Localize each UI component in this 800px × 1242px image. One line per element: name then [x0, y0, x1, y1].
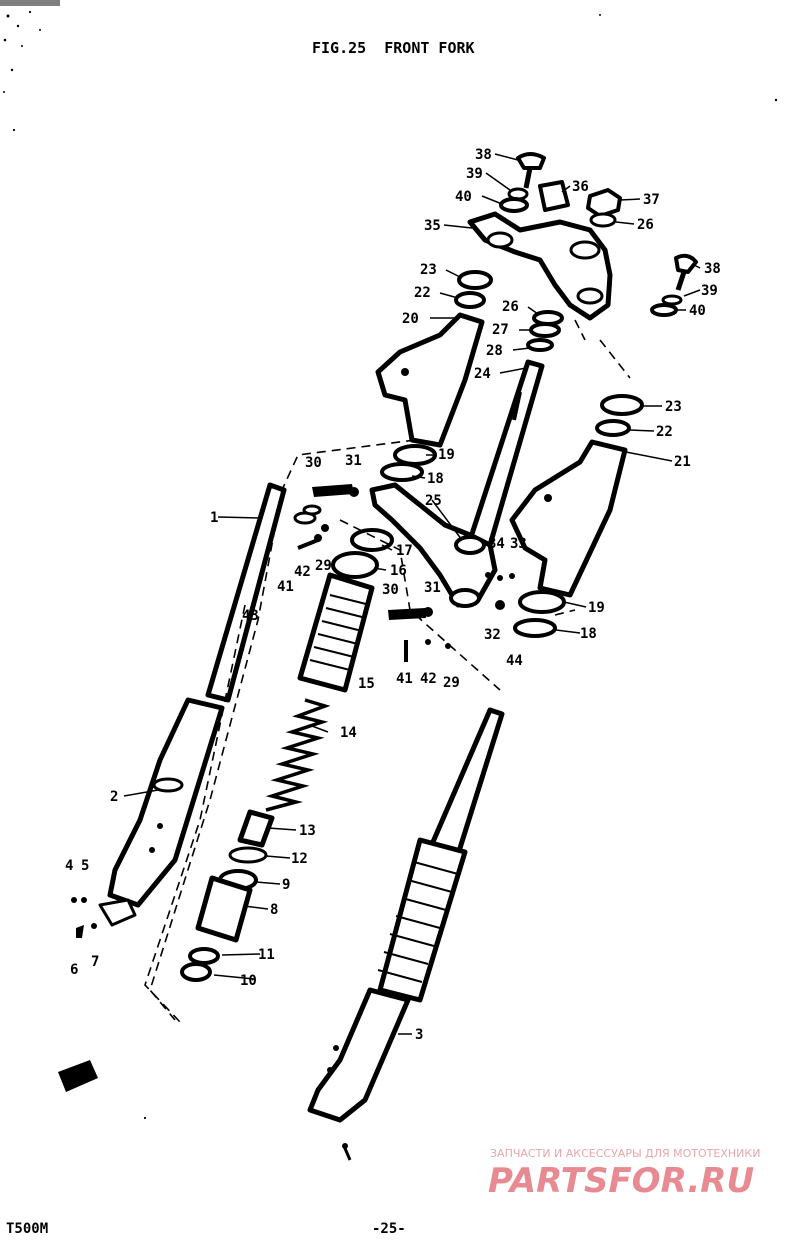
handlebar-holder-parts	[467, 152, 698, 321]
callout-31-top: 31	[345, 453, 362, 469]
callout-41-mid: 41	[396, 671, 413, 687]
left-fork-components	[180, 528, 394, 982]
callout-27: 27	[492, 322, 509, 338]
callout-38-top: 38	[475, 147, 492, 163]
callout-3: 3	[415, 1027, 423, 1043]
callout-29-mid: 29	[443, 675, 460, 691]
callout-4: 4	[65, 858, 73, 874]
watermark-tagline: ЗАПЧАСТИ И АКСЕССУАРЫ ДЛЯ МОТОТЕХНИКИ	[490, 1147, 760, 1160]
callout-2: 2	[110, 789, 118, 805]
callout-35: 35	[424, 218, 441, 234]
callout-9: 9	[282, 877, 290, 893]
callout-36: 36	[572, 179, 589, 195]
dashed-assembly-lines	[144, 319, 631, 1023]
callout-31-mid: 31	[424, 580, 441, 596]
callout-39-right: 39	[701, 283, 718, 299]
callout-18-left: 18	[427, 471, 444, 487]
watermark: ЗАПЧАСТИ И АКСЕССУАРЫ ДЛЯ МОТОТЕХНИКИ PA…	[488, 1147, 760, 1201]
callout-20: 20	[402, 311, 419, 327]
steering-stem	[369, 310, 564, 608]
callout-19-right: 19	[588, 600, 605, 616]
callout-12: 12	[291, 851, 308, 867]
callout-26-top: 26	[637, 217, 654, 233]
callout-24: 24	[474, 366, 491, 382]
callout-13: 13	[299, 823, 316, 839]
callout-7: 7	[91, 954, 99, 970]
callout-15: 15	[358, 676, 375, 692]
callout-5: 5	[81, 858, 89, 874]
model-code: T500M	[6, 1221, 48, 1237]
page-number: -25-	[372, 1221, 406, 1237]
callout-10: 10	[240, 973, 257, 989]
callout-42-left: 42	[294, 564, 311, 580]
callout-17: 17	[396, 543, 413, 559]
callout-6: 6	[70, 962, 78, 978]
callout-1: 1	[210, 510, 218, 526]
callout-40-right: 40	[689, 303, 706, 319]
callout-40-top: 40	[455, 189, 472, 205]
callout-14: 14	[340, 725, 357, 741]
right-upper-cover	[509, 394, 644, 638]
callout-25: 25	[425, 493, 442, 509]
callout-33: 33	[510, 536, 527, 552]
callout-32: 32	[484, 627, 501, 643]
callout-26-mid: 26	[502, 299, 519, 315]
watermark-brand: PARTSFOR.RU	[488, 1161, 754, 1201]
callout-8: 8	[270, 902, 278, 918]
callout-21: 21	[674, 454, 691, 470]
leader-lines	[123, 153, 701, 1035]
callout-30-top: 30	[305, 455, 322, 471]
callout-22-left: 22	[414, 285, 431, 301]
callout-37: 37	[643, 192, 660, 208]
callout-30-mid: 30	[382, 582, 399, 598]
scan-noise	[0, 0, 778, 1120]
callout-29-left: 29	[315, 558, 332, 574]
callout-38-right: 38	[704, 261, 721, 277]
callout-39-top: 39	[466, 166, 483, 182]
part-callouts: 38 39 40 36 37 35 26 38 39 40 23 22 20 2…	[65, 147, 721, 1043]
small-hardware	[58, 484, 515, 1092]
right-fork-outer	[307, 707, 505, 1161]
callout-23-right: 23	[665, 399, 682, 415]
callout-11: 11	[258, 947, 275, 963]
callout-28: 28	[486, 343, 503, 359]
callout-23-left: 23	[420, 262, 437, 278]
callout-18-right: 18	[580, 626, 597, 642]
left-fork-tube-and-outer	[71, 482, 287, 938]
callout-34: 34	[488, 536, 505, 552]
callout-41-left: 41	[277, 579, 294, 595]
left-upper-cover	[375, 270, 493, 482]
callout-22-right: 22	[656, 424, 673, 440]
callout-19-left: 19	[438, 447, 455, 463]
callout-43: 43	[242, 608, 259, 624]
callout-16: 16	[390, 563, 407, 579]
figure-title: FIG.25 FRONT FORK	[312, 39, 475, 57]
callout-44: 44	[506, 653, 523, 669]
callout-42-mid: 42	[420, 671, 437, 687]
